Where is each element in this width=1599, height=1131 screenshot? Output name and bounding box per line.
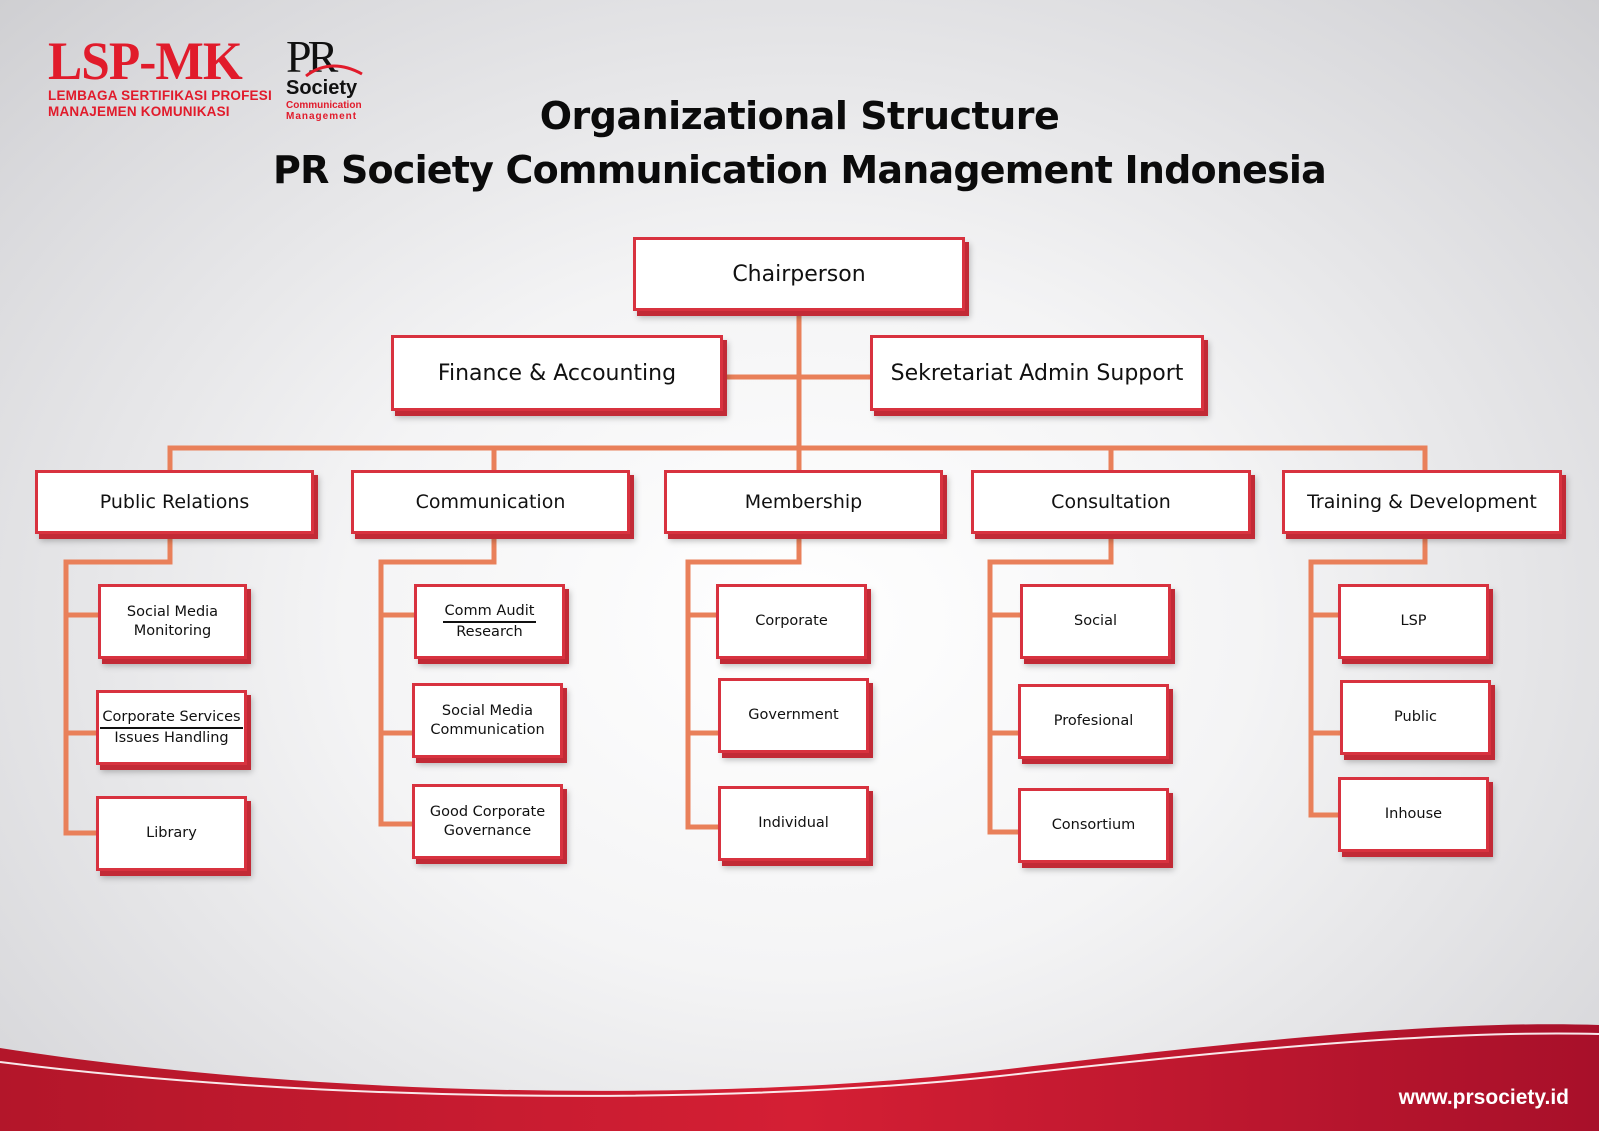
website-link[interactable]: www.prsociety.id bbox=[1398, 1086, 1569, 1109]
unit-box: Good Corporate Governance bbox=[412, 784, 563, 859]
unit-label: Social Media Monitoring bbox=[127, 603, 218, 641]
unit-box: Inhouse bbox=[1338, 777, 1489, 852]
unit-label: Government bbox=[748, 707, 839, 723]
unit-label: Public bbox=[1394, 709, 1437, 725]
unit-box: Profesional bbox=[1018, 684, 1169, 759]
footer-wave-band bbox=[0, 1024, 1599, 1131]
unit-label: Good Corporate Governance bbox=[430, 803, 545, 841]
unit-box: Corporate bbox=[716, 584, 867, 659]
finance-label: Finance & Accounting bbox=[437, 360, 677, 386]
department-box: Membership bbox=[664, 470, 943, 534]
unit-label-line: Social Media bbox=[126, 603, 219, 620]
page-title: Organizational Structure bbox=[539, 94, 1060, 138]
unit-box: Comm Audit Research bbox=[414, 584, 565, 659]
unit-label-line: Comm Audit bbox=[442, 602, 537, 623]
pr-logo-line1: Communication bbox=[286, 100, 362, 111]
lsp-mk-logo: LSP-MK LEMBAGA SERTIFIKASI PROFESI MANAJ… bbox=[48, 31, 272, 120]
unit-box: Corporate Services Issues Handling bbox=[96, 690, 247, 765]
unit-label-line: Social Media bbox=[441, 702, 534, 719]
secretariat-box: Sekretariat Admin Support bbox=[870, 335, 1204, 411]
unit-label-line: Communication bbox=[430, 721, 545, 738]
pr-logo-society: Society bbox=[286, 77, 358, 99]
unit-label: Social Media Communication bbox=[430, 702, 544, 740]
department-box: Public Relations bbox=[35, 470, 314, 534]
unit-label: Profesional bbox=[1053, 713, 1134, 729]
unit-box: Library bbox=[96, 796, 247, 871]
unit-box: Consortium bbox=[1018, 788, 1169, 863]
unit-label: Inhouse bbox=[1384, 806, 1443, 822]
unit-label-line: Research bbox=[456, 623, 523, 640]
unit-label: Library bbox=[146, 825, 197, 841]
unit-box: Government bbox=[718, 678, 869, 753]
unit-box: Social Media Monitoring bbox=[98, 584, 247, 659]
department-label: Membership bbox=[744, 491, 863, 513]
unit-label-line: Good Corporate bbox=[429, 803, 546, 820]
unit-box: Individual bbox=[718, 786, 869, 861]
finance-box: Finance & Accounting bbox=[391, 335, 723, 411]
chairperson-box: Chairperson bbox=[633, 237, 965, 311]
secretariat-label: Sekretariat Admin Support bbox=[890, 360, 1184, 386]
unit-box: LSP bbox=[1338, 584, 1489, 659]
department-label: Communication bbox=[415, 491, 566, 513]
department-label: Consultation bbox=[1051, 491, 1171, 513]
unit-box: Public bbox=[1340, 680, 1491, 755]
unit-label: Social bbox=[1074, 613, 1117, 629]
unit-label: Corporate bbox=[755, 613, 828, 629]
lsp-mk-logo-line1: LEMBAGA SERTIFIKASI PROFESI bbox=[48, 88, 272, 103]
unit-label-line: Monitoring bbox=[133, 622, 212, 639]
department-box: Training & Development bbox=[1282, 470, 1562, 534]
pr-logo-line2: Management bbox=[286, 111, 358, 122]
department-label: Public Relations bbox=[99, 491, 250, 513]
unit-box: Social bbox=[1020, 584, 1171, 659]
unit-label: Individual bbox=[758, 815, 829, 831]
lsp-mk-logo-text: LSP-MK bbox=[48, 31, 243, 91]
department-label: Training & Development bbox=[1307, 491, 1537, 513]
unit-label: Corporate Services Issues Handling bbox=[100, 708, 243, 748]
department-box: Consultation bbox=[971, 470, 1251, 534]
unit-label-line: Corporate Services bbox=[100, 708, 243, 729]
unit-label-line: Issues Handling bbox=[114, 729, 229, 746]
department-box: Communication bbox=[351, 470, 630, 534]
unit-label-line: Governance bbox=[443, 822, 532, 839]
page-subtitle: PR Society Communication Management Indo… bbox=[273, 148, 1327, 192]
unit-box: Social Media Communication bbox=[412, 683, 563, 758]
unit-label: Comm Audit Research bbox=[442, 602, 537, 642]
chairperson-label: Chairperson bbox=[732, 261, 866, 287]
pr-swoosh-icon bbox=[305, 64, 363, 78]
unit-label: LSP bbox=[1400, 613, 1427, 629]
pr-society-logo: PR Society Communication Management bbox=[286, 34, 366, 128]
unit-label: Consortium bbox=[1051, 817, 1136, 833]
lsp-mk-logo-line2: MANAJEMEN KOMUNIKASI bbox=[48, 104, 230, 119]
